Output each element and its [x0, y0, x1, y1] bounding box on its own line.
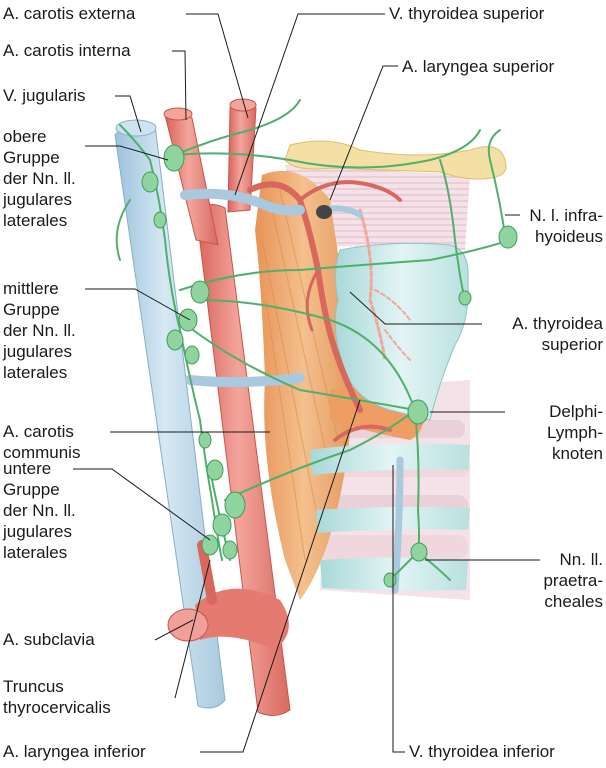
- label-untere-gruppe: untere Gruppe der Nn. ll. jugulares late…: [3, 458, 76, 563]
- untere-line-4: jugulares: [3, 522, 72, 541]
- label-mittlere-gruppe: mittlere Gruppe der Nn. ll. jugulares la…: [3, 278, 76, 383]
- obere-line-3: der Nn. ll.: [3, 169, 76, 188]
- label-subclavia: A. subclavia: [3, 630, 95, 649]
- label-carotis-interna: A. carotis interna: [3, 41, 131, 60]
- label-v-jugularis: V. jugularis: [3, 86, 86, 105]
- label-infrahyoideus: N. l. infra- hyoideus: [529, 205, 603, 247]
- obere-line-5: laterales: [3, 211, 68, 230]
- thyroidea-superior-line-1: A. thyroidea: [512, 314, 603, 333]
- delphi-line-2: Lymph-: [546, 423, 603, 442]
- label-delphi: Delphi- Lymph- knoten: [547, 401, 603, 464]
- mittlere-line-3: der Nn. ll.: [3, 321, 76, 340]
- praetracheales-line-2: praetra-: [543, 571, 603, 590]
- obere-line-4: jugulares: [3, 190, 72, 209]
- label-laryngea-inferior: A. laryngea inferior: [3, 742, 146, 761]
- thyroid-veins: [180, 188, 404, 594]
- thyroid-cartilage: [334, 242, 469, 421]
- label-v-thyroidea-superior: V. thyroidea superior: [389, 4, 545, 23]
- infrahyoideus-line-1: N. l. infra-: [529, 206, 603, 225]
- mittlere-line-5: laterales: [3, 363, 68, 382]
- label-praetracheales: Nn. ll. praetra- cheales: [543, 549, 603, 612]
- label-truncus: Truncus thyrocervicalis: [3, 676, 111, 718]
- label-carotis-externa: A. carotis externa: [3, 4, 136, 23]
- label-v-thyroidea-inferior: V. thyroidea inferior: [409, 742, 555, 761]
- hyoid-bone: [284, 140, 507, 180]
- untere-line-5: laterales: [3, 543, 68, 562]
- delphi-line-3: knoten: [551, 444, 603, 463]
- praetracheales-line-1: Nn. ll.: [559, 550, 603, 569]
- cricoid-cartilage: [310, 443, 470, 591]
- mittlere-line-1: mittlere: [3, 279, 59, 298]
- label-thyroidea-superior: A. thyroidea superior: [512, 313, 603, 355]
- untere-line-1: untere: [3, 459, 52, 478]
- leader-lines: [73, 13, 540, 753]
- lymph-vessels: [115, 99, 511, 581]
- truncus-line-1: Truncus: [3, 677, 64, 696]
- truncus-line-2: thyrocervicalis: [3, 698, 111, 717]
- label-obere-gruppe: obere Gruppe der Nn. ll. jugulares later…: [3, 126, 76, 231]
- praetracheales-line-3: cheales: [544, 592, 603, 611]
- mittlere-line-2: Gruppe: [3, 300, 60, 319]
- mittlere-line-4: jugulares: [3, 342, 72, 361]
- label-laryngea-superior: A. laryngea superior: [402, 57, 555, 76]
- untere-line-3: der Nn. ll.: [3, 501, 76, 520]
- obere-line-1: obere: [3, 127, 47, 146]
- label-carotis-communis: A. carotis communis: [3, 421, 80, 463]
- pharynx-muscle: [255, 170, 424, 600]
- communis-line-2: communis: [3, 443, 81, 462]
- thyroidea-superior-line-2: superior: [541, 335, 603, 354]
- carotis-vessel: [163, 98, 291, 716]
- infrahyoideus-line-2: hyoideus: [534, 227, 603, 246]
- communis-line-1: A. carotis: [3, 422, 74, 441]
- obere-line-2: Gruppe: [3, 148, 60, 167]
- untere-line-2: Gruppe: [3, 480, 60, 499]
- thyroidea-superior-artery: [247, 180, 411, 442]
- delphi-line-1: Delphi-: [549, 402, 603, 421]
